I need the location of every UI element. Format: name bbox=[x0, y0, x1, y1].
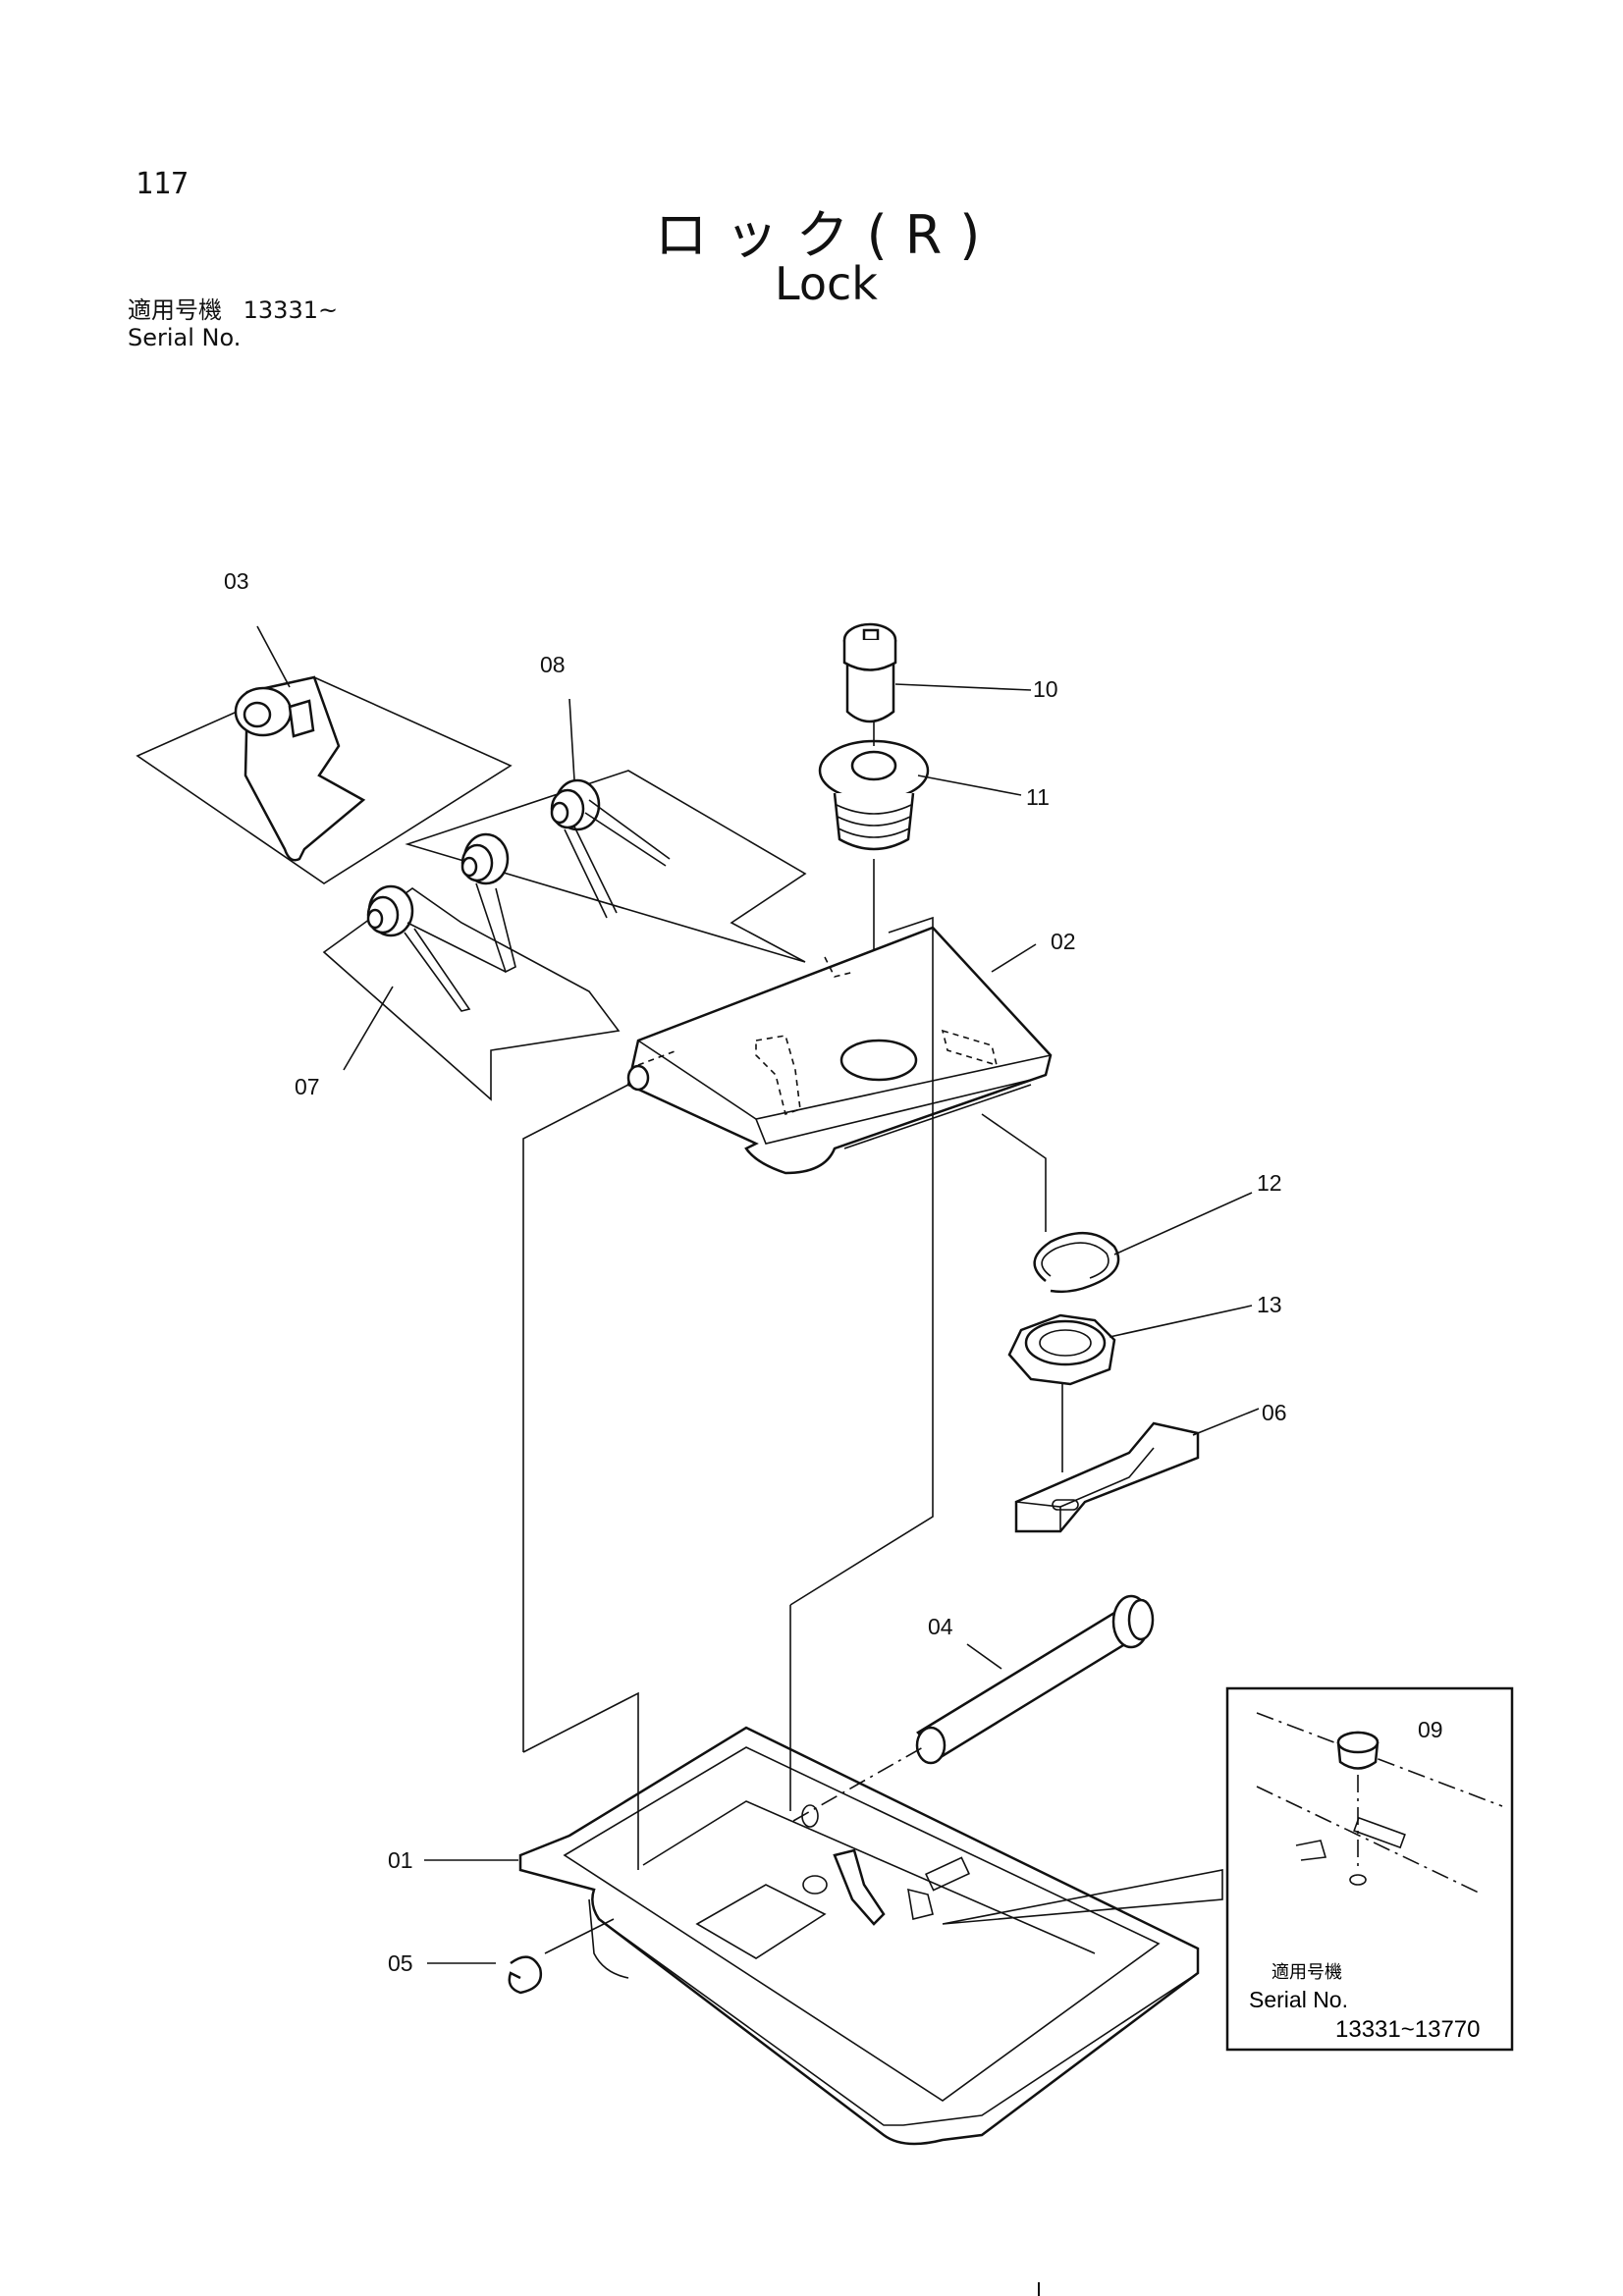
torsion-spring-part-07 bbox=[322, 884, 621, 1101]
centerline-pin bbox=[792, 1746, 924, 1822]
assembly-line-base bbox=[522, 1691, 639, 1870]
torsion-spring-part-08 bbox=[405, 770, 807, 974]
hex-nut-part-13 bbox=[1007, 1313, 1116, 1386]
bushing-nut-part-11 bbox=[818, 739, 930, 851]
callout-12: 12 bbox=[1257, 1170, 1282, 1196]
callout-13: 13 bbox=[1257, 1292, 1282, 1317]
lock-plate-part-06 bbox=[1014, 1421, 1200, 1533]
callout-06: 06 bbox=[1262, 1400, 1287, 1425]
callout-07: 07 bbox=[295, 1074, 320, 1099]
key-cylinder-part-10 bbox=[842, 622, 897, 723]
latch-hook-part-03 bbox=[135, 675, 513, 884]
serial-info: 適用号機 13331~ Serial No. bbox=[128, 296, 352, 351]
retaining-ring-part-12 bbox=[1033, 1231, 1120, 1294]
assembly-line-clip bbox=[544, 1918, 615, 1954]
callout-04: 04 bbox=[928, 1614, 953, 1639]
callout-09: 09 bbox=[1418, 1717, 1443, 1742]
lock-lid-part-02 bbox=[626, 926, 1053, 1175]
callout-11: 11 bbox=[1026, 784, 1050, 810]
inset-serial-label-ja: 適用号機 bbox=[1271, 1962, 1342, 1982]
assembly-line-pin bbox=[522, 1084, 629, 1752]
title-english: Lock bbox=[775, 257, 878, 310]
hinge-pin-part-04 bbox=[915, 1594, 1155, 1765]
page-number: 117 bbox=[135, 167, 189, 201]
callout-02: 02 bbox=[1051, 929, 1076, 954]
callout-10: 10 bbox=[1033, 676, 1058, 702]
detail-leader-lines bbox=[942, 1869, 1223, 1925]
callout-08: 08 bbox=[540, 652, 566, 677]
callout-03: 03 bbox=[224, 568, 249, 594]
lock-base-part-01 bbox=[518, 1726, 1200, 2146]
inset-serial-label-en: Serial No. bbox=[1249, 1987, 1348, 2012]
serial-label-en: Serial No. bbox=[128, 324, 242, 351]
e-clip-part-05 bbox=[508, 1955, 543, 1995]
detail-inset: 09 適用号機 Serial No. 13331~13770 bbox=[1225, 1686, 1514, 2052]
title-japanese: ロック(R) bbox=[654, 204, 999, 266]
serial-label-ja: 適用号機 bbox=[128, 296, 222, 324]
plug-part-09 bbox=[1336, 1731, 1380, 1770]
callout-01: 01 bbox=[388, 1847, 413, 1873]
assembly-line-key-upper bbox=[789, 916, 934, 1606]
callout-05: 05 bbox=[388, 1950, 413, 1976]
serial-range: 13331~ bbox=[243, 296, 339, 324]
inset-serial-range: 13331~13770 bbox=[1335, 2016, 1481, 2043]
assembly-line-ring bbox=[981, 1113, 1047, 1232]
